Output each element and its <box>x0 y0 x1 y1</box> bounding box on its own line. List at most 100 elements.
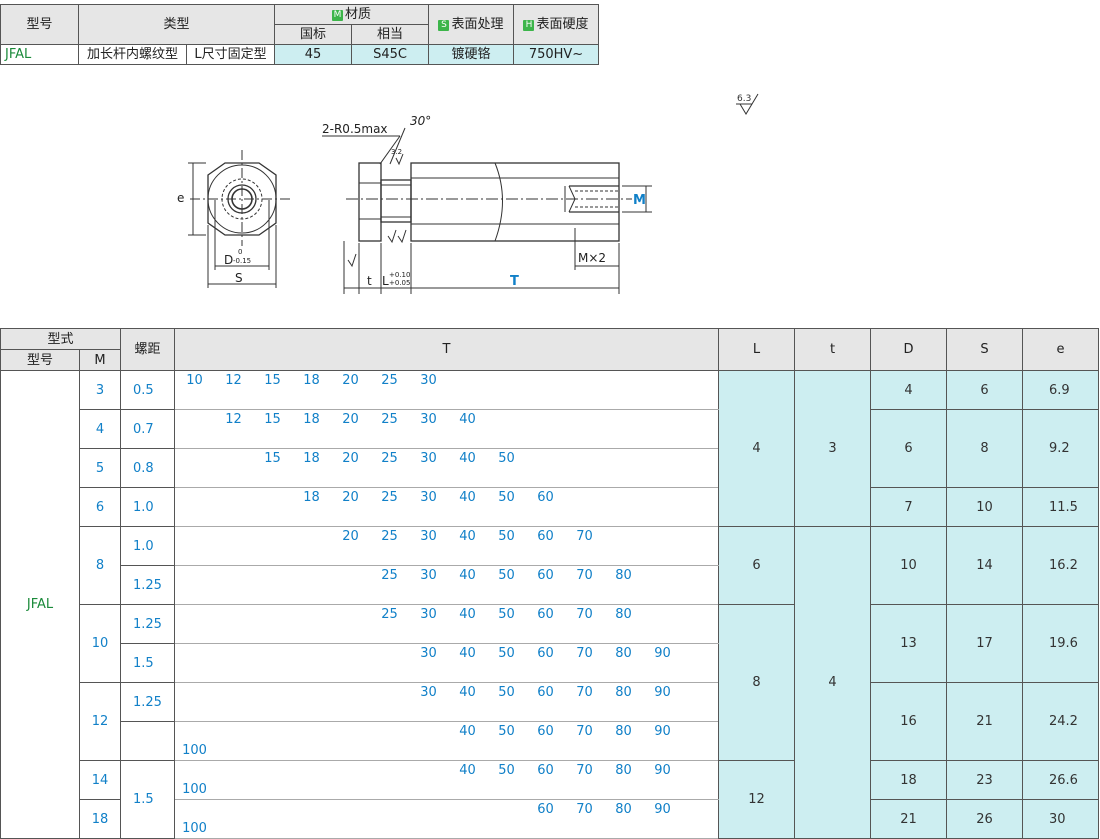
cell-T-value: 60 <box>537 724 554 739</box>
cell-T-value: 25 <box>381 490 398 505</box>
cell-pitch: 1.25 <box>120 565 175 605</box>
cell-T-value: 80 <box>615 607 632 622</box>
cell-S: 6 <box>946 370 1023 410</box>
cell-T-value: 90 <box>654 646 671 661</box>
cell-T-value: 20 <box>342 490 359 505</box>
cell-T-value: 50 <box>498 529 515 544</box>
cell-pitch: 1.5 <box>120 643 175 683</box>
cell-T-value: 90 <box>654 724 671 739</box>
cell-T-value: 25 <box>381 451 398 466</box>
cell-S: 8 <box>946 409 1023 488</box>
cell-T-value: 20 <box>342 529 359 544</box>
spec-header-type: 类型 <box>78 4 275 45</box>
cell-T-value: 40 <box>459 607 476 622</box>
cell-S: 10 <box>946 487 1023 527</box>
spec-header-hardness-label: 表面硬度 <box>536 17 589 32</box>
cell-T-value: 25 <box>381 607 398 622</box>
cell-L: 6 <box>718 526 795 605</box>
cell-T-value: 50 <box>498 451 515 466</box>
cell-T-value: 12 <box>225 373 242 388</box>
cell-T-value: 60 <box>537 607 554 622</box>
cell-S: 21 <box>946 682 1023 761</box>
header-T: T <box>174 328 719 371</box>
cell-D: 21 <box>870 799 947 839</box>
cell-T-value: 30 <box>420 685 437 700</box>
cell-T-value: 40 <box>459 763 476 778</box>
header-pitch: 螺距 <box>120 328 175 371</box>
spec-surface: 镀硬铬 <box>428 44 514 65</box>
cell-e: 26.6 <box>1022 760 1099 800</box>
dim-l-label: L <box>382 274 389 288</box>
cell-T-value: 60 <box>537 802 554 817</box>
cell-pitch: 0.7 <box>120 409 175 449</box>
cell-T-value: 40 <box>459 451 476 466</box>
cell-T-value: 15 <box>264 412 281 427</box>
dim-s-label: S <box>235 271 243 285</box>
cell-T-value: 80 <box>615 802 632 817</box>
cell-S: 14 <box>946 526 1023 605</box>
cell-T-value: 40 <box>459 646 476 661</box>
roughness-top-label: 6.3 <box>737 94 751 104</box>
cell-T-value: 15 <box>264 373 281 388</box>
cell-m: 3 <box>79 370 121 410</box>
cell-S: 26 <box>946 799 1023 839</box>
cell-e: 24.2 <box>1022 682 1099 761</box>
cell-pitch: 1.25 <box>120 604 175 644</box>
cell-T-value: 50 <box>498 724 515 739</box>
tol-d-lower: -0.15 <box>233 257 251 265</box>
cell-T-value: 50 <box>498 568 515 583</box>
cell-T-value: 60 <box>537 646 554 661</box>
cell-D: 7 <box>870 487 947 527</box>
cell-T-value: 25 <box>381 529 398 544</box>
cell-T-value: 90 <box>654 763 671 778</box>
cell-e: 16.2 <box>1022 526 1099 605</box>
cell-T-value: 40 <box>459 490 476 505</box>
cell-m: 5 <box>79 448 121 488</box>
roughness-small-label: 3.2 <box>391 148 402 156</box>
cell-T-value: 25 <box>381 412 398 427</box>
cell-T-value: 30 <box>420 490 437 505</box>
row-model: JFAL <box>0 370 80 839</box>
cell-T-value: 25 <box>381 568 398 583</box>
dim-e-label: e <box>177 191 184 205</box>
dim-t-small-label: t <box>367 274 372 288</box>
cell-L: 8 <box>718 604 795 761</box>
spec-type2: L尺寸固定型 <box>186 44 275 65</box>
cell-T-value: 60 <box>537 763 554 778</box>
cell-e: 9.2 <box>1022 409 1099 488</box>
cell-T-value: 40 <box>459 412 476 427</box>
cell-pitch: 1.5 <box>120 760 175 839</box>
header-S: S <box>946 328 1023 371</box>
spec-mat-eq: S45C <box>351 44 429 65</box>
header-D: D <box>870 328 947 371</box>
cell-T-value: 100 <box>182 782 207 797</box>
cell-D: 4 <box>870 370 947 410</box>
cell-T-value: 70 <box>576 529 593 544</box>
cell-T-value: 80 <box>615 568 632 583</box>
cell-T-value: 70 <box>576 724 593 739</box>
spec-mat-std: 45 <box>274 44 352 65</box>
tol-d-upper: 0 <box>238 248 242 256</box>
cell-T-value: 60 <box>537 568 554 583</box>
dim-r-label: 2-R0.5max <box>322 122 388 136</box>
cell-D: 10 <box>870 526 947 605</box>
cell-L: 12 <box>718 760 795 839</box>
cell-S: 17 <box>946 604 1023 683</box>
cell-m: 12 <box>79 682 121 761</box>
cell-e: 19.6 <box>1022 604 1099 683</box>
